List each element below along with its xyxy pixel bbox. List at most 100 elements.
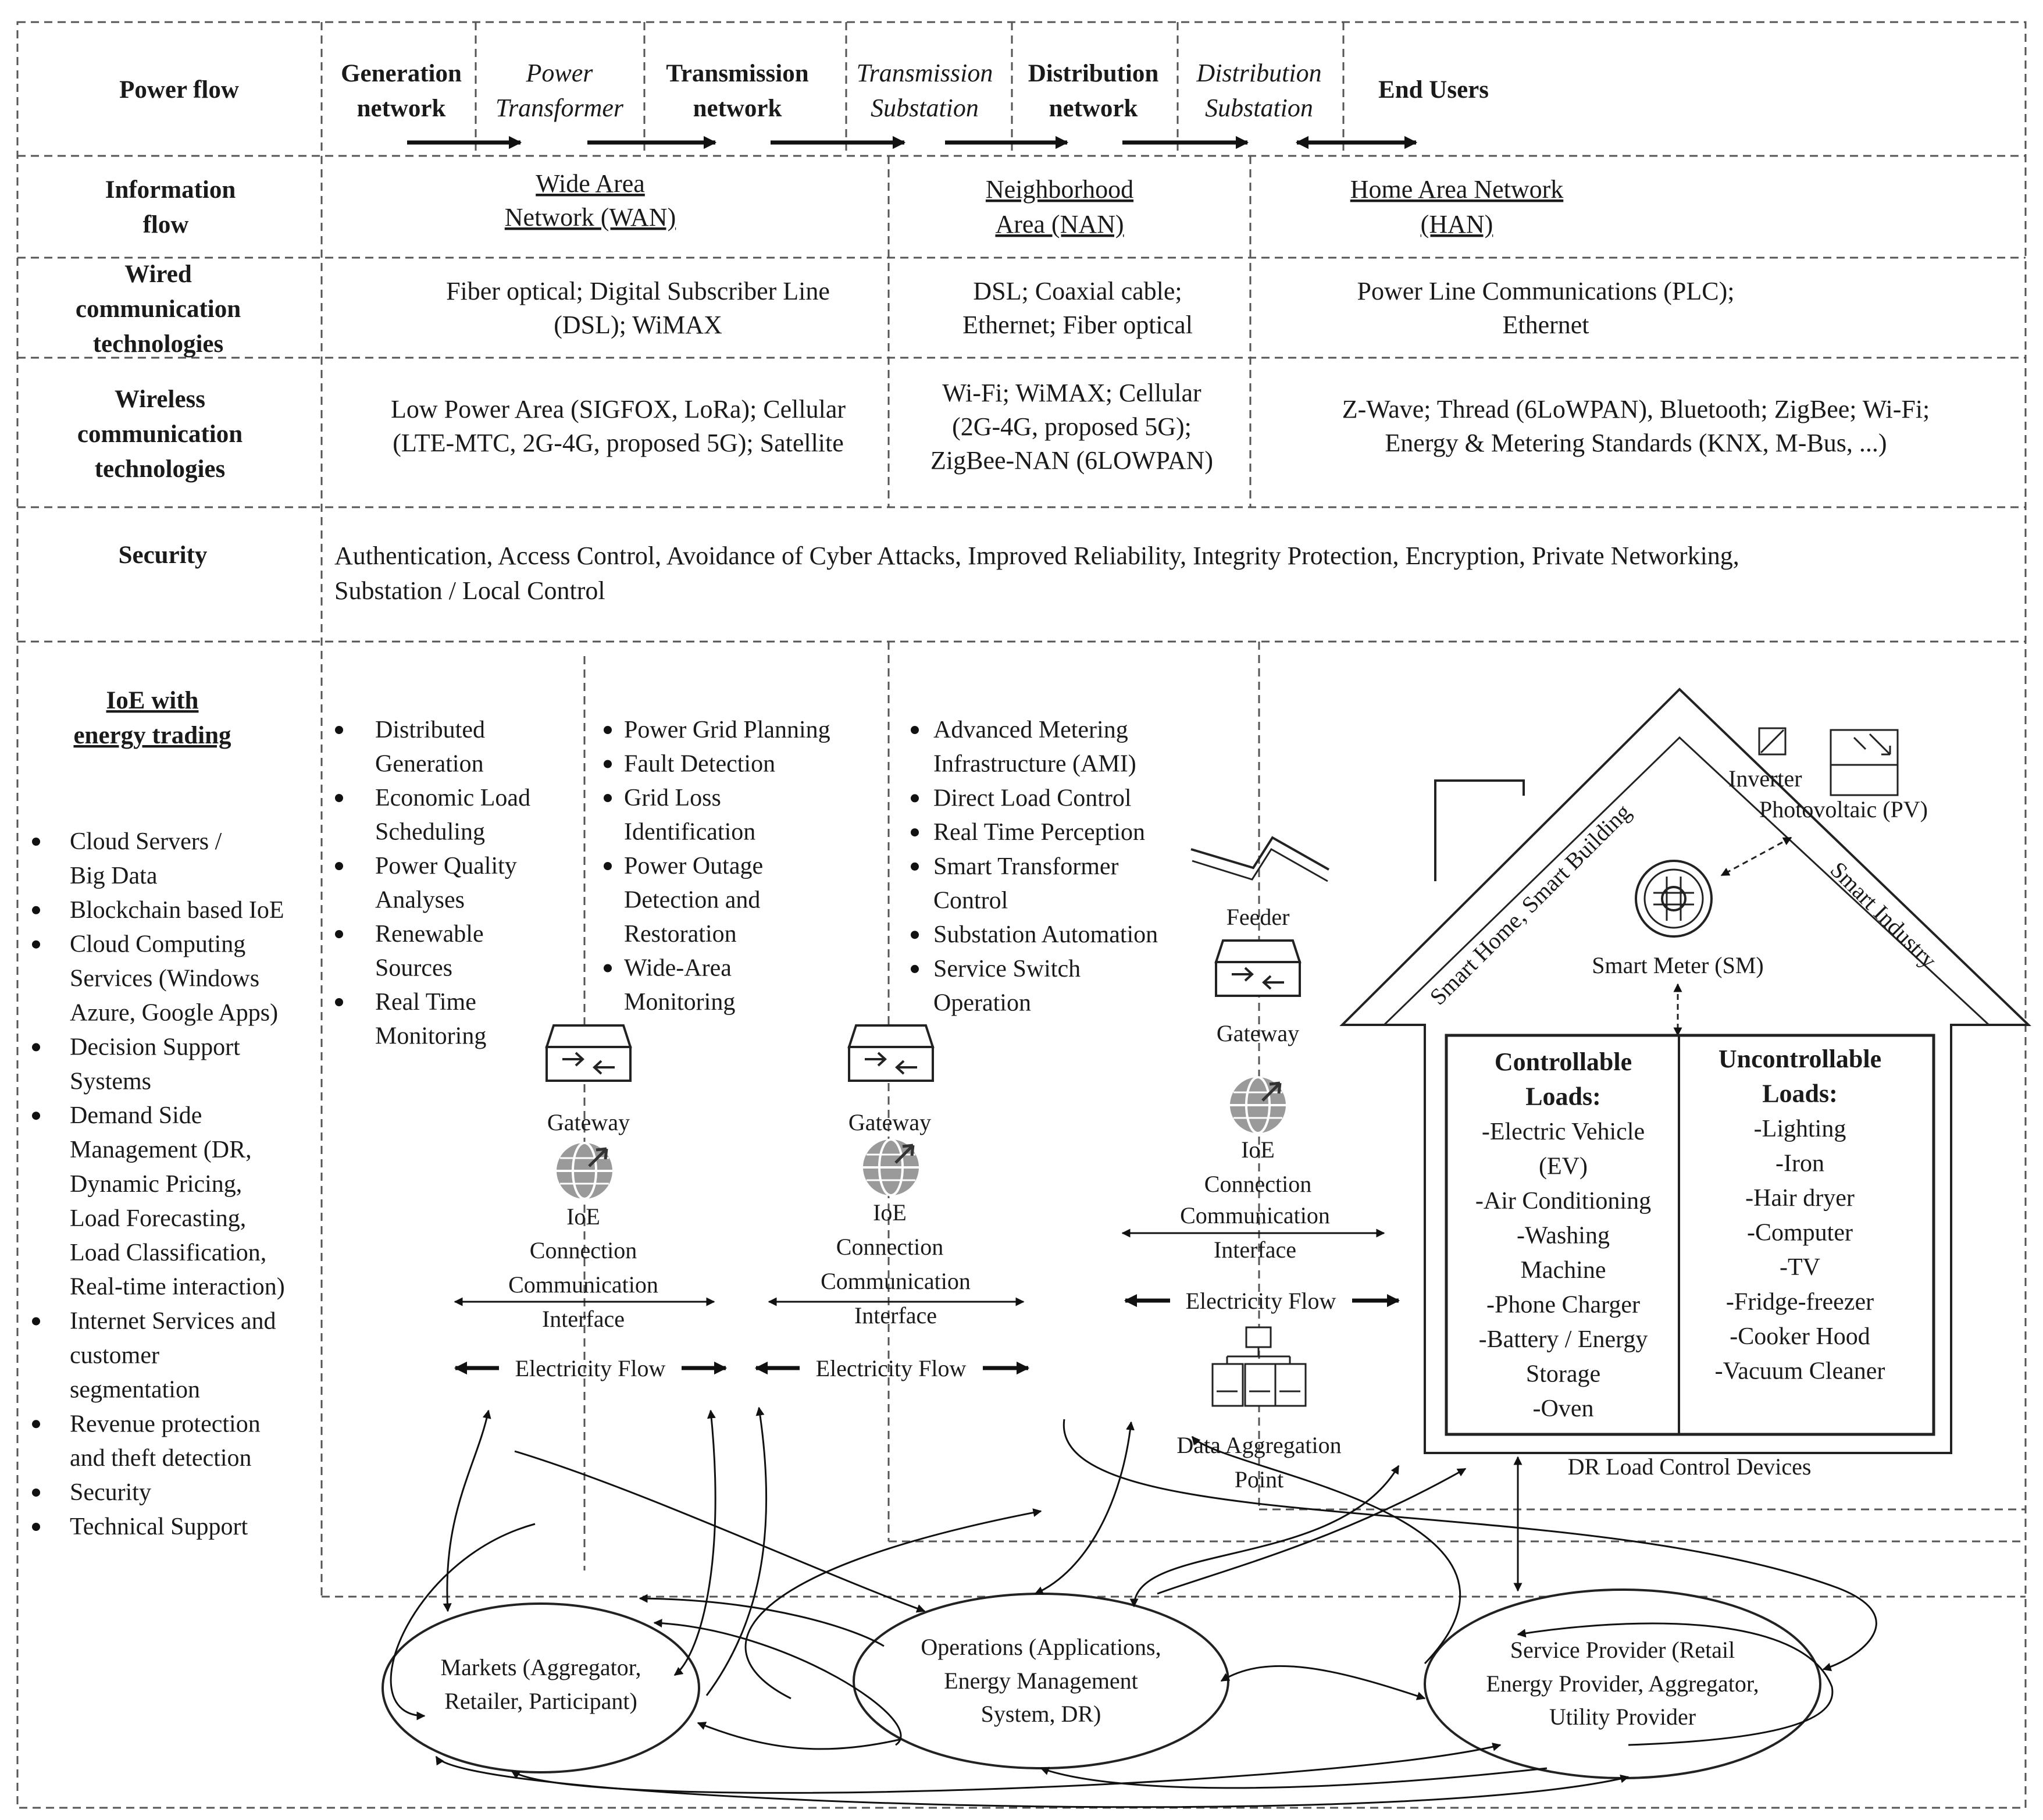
feeder-label: Feeder <box>1226 904 1290 930</box>
transmission-network-1: Transmission <box>666 60 808 87</box>
smart-meter-label: Smart Meter (SM) <box>1592 952 1764 978</box>
transmission-app-item: Monitoring <box>624 989 735 1016</box>
electricity-flow-label: Electricity Flow <box>816 1355 967 1381</box>
electricity-flow-label: Electricity Flow <box>1186 1288 1336 1314</box>
uncontrollable-load-title: Loads: <box>1762 1080 1838 1108</box>
controllable-load-title: Loads: <box>1525 1082 1601 1111</box>
wireless-label-1: Wireless <box>115 386 205 413</box>
ioe-service-item: Security <box>70 1479 151 1506</box>
transmission-substation-1: Transmission <box>857 59 993 87</box>
security-row: Authentication, Access Control, Avoidanc… <box>334 542 1739 605</box>
uncontrollable-load-title: Uncontrollable <box>1718 1045 1881 1073</box>
ioe-interface-4: Interface <box>854 1302 937 1329</box>
wired-han-2: Ethernet <box>1502 311 1589 339</box>
wireless-wan-1: Low Power Area (SIGFOX, LoRa); Cellular <box>391 395 846 423</box>
data-aggregation-icon <box>1211 1326 1307 1407</box>
chimney <box>1434 779 1525 881</box>
wired-wan-2: (DSL); WiMAX <box>554 311 722 339</box>
uncontrollable-load-item: -Vacuum Cleaner <box>1715 1358 1885 1385</box>
generation-app-bullet <box>335 998 343 1006</box>
ioe-service-bullet <box>32 838 40 846</box>
distribution-app-bullet <box>911 931 919 939</box>
transmission-app-bullet <box>604 726 612 734</box>
wireless-nan-1: Wi-Fi; WiMAX; Cellular <box>942 379 1201 407</box>
power-flow-label: Power flow <box>119 76 239 104</box>
globe-icon <box>557 1142 612 1200</box>
wireless-han-2: Energy & Metering Standards (KNX, M-Bus,… <box>1385 429 1887 457</box>
security-text-1: Authentication, Access Control, Avoidanc… <box>334 542 1739 570</box>
end-users: End Users <box>1378 76 1489 104</box>
uncontrollable-load-item: -Iron <box>1775 1151 1824 1177</box>
ioe-interface-1: IoE <box>1241 1137 1275 1163</box>
ioe-service-item: Cloud Servers / <box>70 828 222 855</box>
distribution-app-bullet <box>911 794 919 803</box>
data-aggregation-1: Data Aggregation <box>1176 1432 1341 1458</box>
ioe-interface-3: Communication <box>821 1268 971 1294</box>
information-flow-label-2: flow <box>143 211 189 238</box>
ioe-interface-1: IoE <box>873 1199 907 1226</box>
generation-app-bullet <box>335 726 343 734</box>
ioe-service-bullet <box>32 940 40 949</box>
wired-wan-1: Fiber optical; Digital Subscriber Line <box>446 277 830 305</box>
wired-nan-2: Ethernet; Fiber optical <box>962 311 1193 339</box>
uncontrollable-load-item: -Hair dryer <box>1745 1185 1855 1212</box>
distribution-app-item: Advanced Metering <box>933 717 1128 743</box>
ioe-interface-1: IoE <box>566 1203 600 1230</box>
wired-label-2: communication <box>76 295 241 323</box>
distribution-network-2: network <box>1049 95 1138 122</box>
row-labels: Power flow Information flow Wired commun… <box>73 76 243 749</box>
photovoltaic-icon <box>1830 729 1899 796</box>
distribution-substation-2: Substation <box>1205 94 1313 122</box>
power-flow-row: Generation network Power Transformer Tra… <box>341 59 1489 149</box>
ioe-interface-4: Interface <box>1214 1237 1296 1263</box>
ioe-service-bullet <box>32 1523 40 1531</box>
generation-app-item: Renewable <box>375 921 484 948</box>
uncontrollable-load-item: -Fridge-freezer <box>1726 1289 1874 1316</box>
ioe-interface-3: Communication <box>508 1271 658 1298</box>
uncontrollable-load-item: -Computer <box>1747 1220 1853 1246</box>
controllable-load-item: Machine <box>1521 1257 1606 1284</box>
distribution-app-item: Control <box>933 888 1008 914</box>
ioe-service-item: Decision Support <box>70 1034 240 1060</box>
gateway-icon <box>545 1024 632 1082</box>
smart-meter-icon <box>1635 860 1713 938</box>
han-1: Home Area Network <box>1350 175 1564 204</box>
nan-2: Area (NAN) <box>995 210 1124 238</box>
security-label: Security <box>119 542 208 569</box>
generation-app-item: Distributed <box>375 717 485 743</box>
transmission-app-item: Restoration <box>624 921 737 948</box>
distribution-app-item: Substation Automation <box>933 921 1158 948</box>
ioe-service-bullet <box>32 1112 40 1120</box>
controllable-load-item: -Washing <box>1517 1223 1610 1249</box>
loads-box <box>1445 1034 1935 1436</box>
controllable-load-title: Controllable <box>1495 1048 1632 1076</box>
wired-label-1: Wired <box>124 261 192 288</box>
controllable-load-item: -Oven <box>1533 1395 1594 1422</box>
ioe-interface-2: Connection <box>836 1234 943 1260</box>
dr-label: DR Load Control Devices <box>1568 1454 1812 1480</box>
gateway-block-1: Gateway IoE Connection Communication Int… <box>454 1024 728 1381</box>
generation-app-item: Scheduling <box>375 819 485 846</box>
han-2: (HAN) <box>1421 210 1493 238</box>
distribution-app-item: Operation <box>933 990 1031 1017</box>
ioe-label-1: IoE with <box>106 687 199 714</box>
ioe-service-item: customer <box>70 1342 159 1369</box>
ioe-service-item: Technical Support <box>70 1513 248 1540</box>
ioe-service-item: Demand Side <box>70 1102 202 1129</box>
ioe-service-item: Load Classification, <box>70 1240 266 1266</box>
ioe-service-bullet <box>32 1043 40 1052</box>
generation-app-item: Economic Load <box>375 785 530 811</box>
inverter-label: Inverter <box>1728 765 1802 792</box>
transmission-network-2: network <box>693 95 782 122</box>
uncontrollable-load-item: -TV <box>1780 1254 1820 1281</box>
transmission-app-bullet <box>604 862 612 870</box>
ioe-service-item: Azure, Google Apps) <box>70 1000 278 1027</box>
generation-network-1: Generation <box>341 60 462 87</box>
ioe-service-item: Blockchain based IoE <box>70 897 284 924</box>
power-transformer-2: Transformer <box>495 94 624 122</box>
